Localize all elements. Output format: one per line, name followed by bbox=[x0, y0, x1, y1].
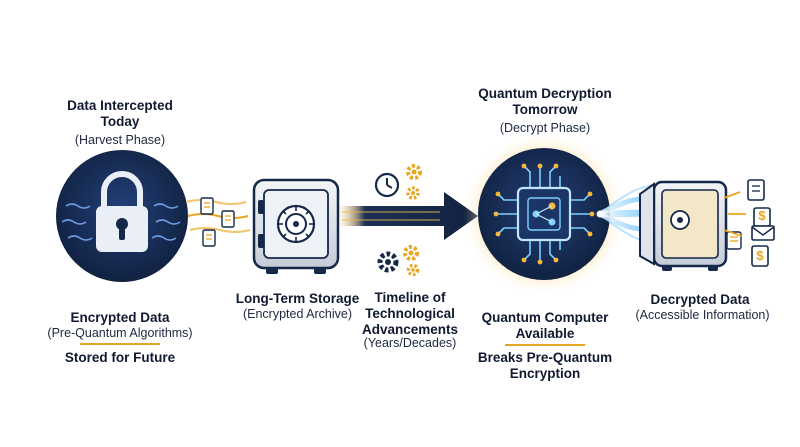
phase1-title: Data Intercepted Today bbox=[67, 98, 173, 129]
quantum-chip-circle bbox=[464, 134, 624, 294]
phase4-title: Decrypted Data bbox=[650, 292, 750, 307]
padlock-icon bbox=[96, 171, 148, 252]
phase1-note: Stored for Future bbox=[64, 350, 176, 365]
phase1-bottom-title: Encrypted Data bbox=[70, 310, 170, 325]
dollar-sign-label: $ bbox=[756, 248, 764, 263]
processor-chip-icon bbox=[516, 186, 572, 242]
phase3-note: Breaks Pre-Quantum Encryption bbox=[477, 350, 613, 381]
gear-icon bbox=[377, 251, 399, 273]
phase1-subtitle: (Harvest Phase) bbox=[74, 133, 166, 147]
outflow-arrows bbox=[723, 191, 746, 237]
document-icon bbox=[200, 197, 214, 215]
document-icon bbox=[747, 179, 765, 201]
timeline-title: Timeline of Technological Advancements bbox=[361, 290, 459, 337]
document-icon bbox=[202, 229, 216, 247]
document-icon bbox=[726, 231, 742, 250]
phase4-subtitle: (Accessible Information) bbox=[635, 308, 770, 322]
data-stream-lines bbox=[185, 199, 251, 233]
timeline-arrow bbox=[340, 192, 478, 240]
gear-icon bbox=[403, 245, 419, 261]
encrypted-lock-circle bbox=[56, 150, 188, 282]
dollar-document-icon bbox=[751, 245, 769, 267]
phase1-bottom-subtitle: (Pre-Quantum Algorithms) bbox=[47, 326, 193, 340]
clock-icon bbox=[374, 172, 400, 198]
open-vault-icon bbox=[639, 180, 728, 271]
document-icon bbox=[221, 210, 235, 228]
dollar-sign-label: $ bbox=[758, 208, 766, 223]
phase3-divider bbox=[505, 344, 585, 346]
gear-icon bbox=[406, 186, 420, 200]
phase1-divider bbox=[80, 343, 160, 345]
phase3-subtitle: (Decrypt Phase) bbox=[499, 121, 591, 135]
gear-icon bbox=[406, 164, 422, 180]
phase2-subtitle: (Encrypted Archive) bbox=[242, 307, 353, 321]
phase3-title: Quantum Decryption Tomorrow bbox=[478, 86, 612, 117]
gear-icon bbox=[406, 263, 420, 277]
envelope-icon bbox=[751, 225, 775, 241]
vault-safe-icon bbox=[252, 178, 340, 274]
phase3-bottom-title: Quantum Computer Available bbox=[481, 310, 609, 341]
phase2-title: Long-Term Storage bbox=[235, 291, 360, 306]
timeline-subtitle: (Years/Decades) bbox=[363, 336, 457, 350]
